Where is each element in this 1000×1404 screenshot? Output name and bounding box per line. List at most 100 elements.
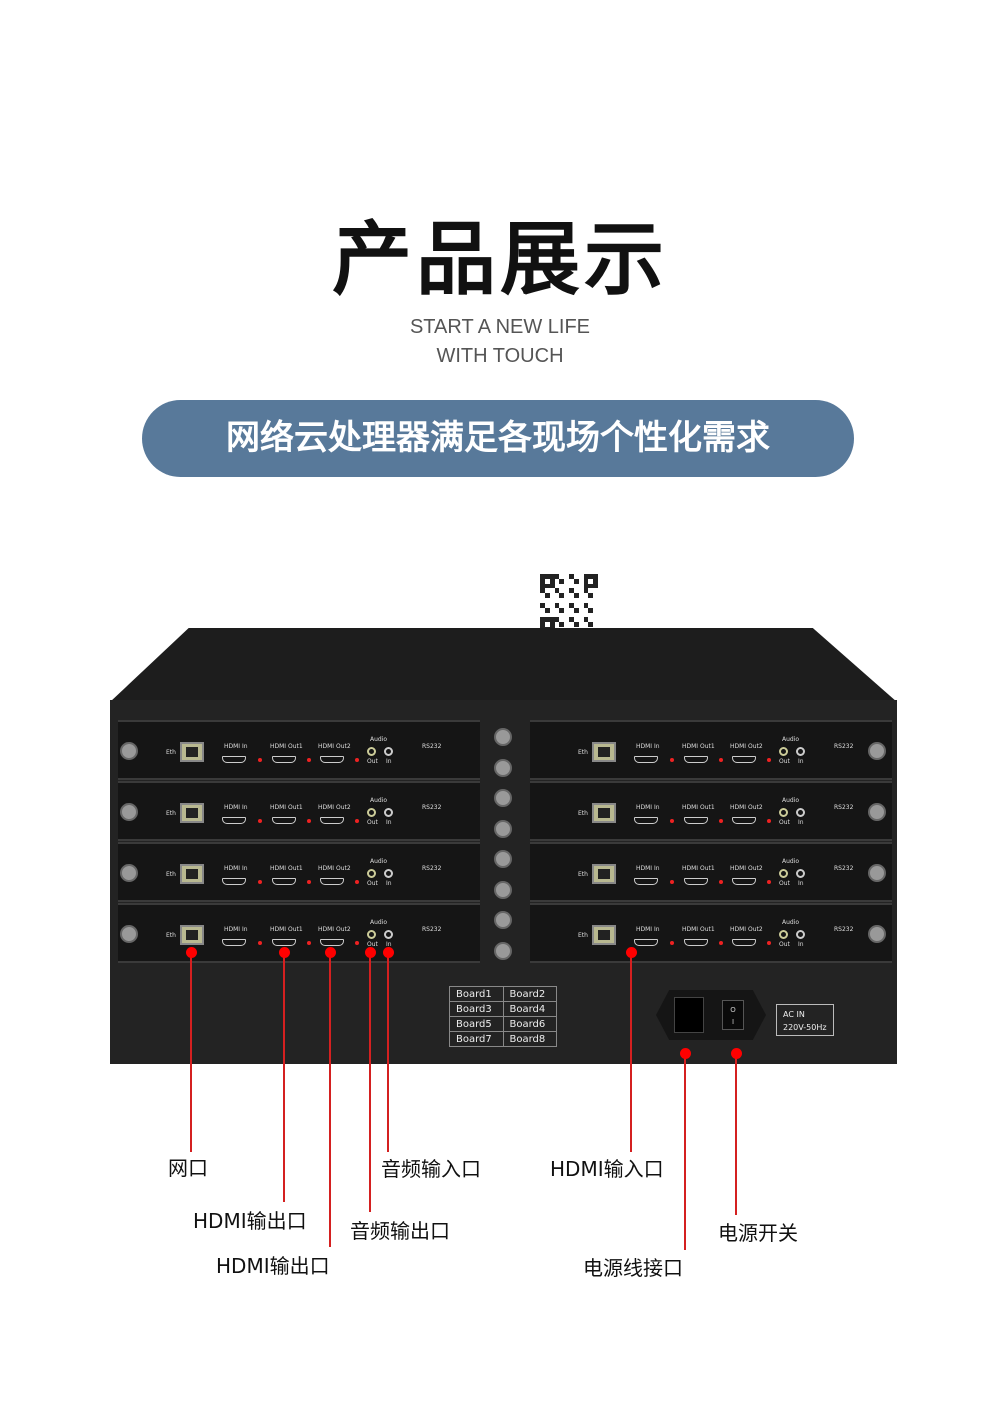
qr-module xyxy=(540,578,545,584)
qr-module xyxy=(549,593,555,599)
audio-out-label: Out xyxy=(779,758,790,765)
audio-in-label: In xyxy=(386,758,392,765)
qr-module xyxy=(569,602,574,608)
board-cell: Board5 xyxy=(449,1016,504,1032)
rs232-label: RS232 xyxy=(422,743,442,750)
qr-module xyxy=(588,583,594,589)
qr-module xyxy=(564,622,569,628)
eth-label: Eth xyxy=(166,932,176,939)
hdmi-port-icon xyxy=(684,939,708,946)
qr-module xyxy=(569,583,574,589)
qr-module xyxy=(593,588,598,594)
qr-module xyxy=(578,578,584,584)
audio-in-label: In xyxy=(798,819,804,826)
led-icon xyxy=(670,758,674,762)
hdmi-port-icon xyxy=(272,878,296,885)
ethernet-port-icon xyxy=(592,925,616,945)
ethernet-port-icon xyxy=(180,864,204,884)
subtitle-line2: WITH TOUCH xyxy=(436,345,564,367)
callout-line xyxy=(387,952,389,1152)
led-icon xyxy=(307,758,311,762)
qr-module xyxy=(549,607,555,613)
qr-module xyxy=(573,578,579,584)
qr-module xyxy=(559,617,565,623)
qr-module xyxy=(554,617,560,623)
qr-module xyxy=(559,574,565,579)
callout-hdmi-out-2: HDMI输出口 xyxy=(216,1254,330,1278)
qr-module xyxy=(549,583,555,589)
led-icon xyxy=(307,941,311,945)
screw-icon xyxy=(494,728,512,746)
hdmi-in-label: HDMI In xyxy=(636,926,660,933)
qr-module xyxy=(578,574,584,579)
screw-icon xyxy=(494,789,512,807)
qr-module xyxy=(540,588,545,594)
callout-line xyxy=(630,952,632,1152)
audio-in-jack-icon xyxy=(384,869,393,878)
hdmi-port-icon xyxy=(222,756,246,763)
hdmi-port-icon xyxy=(320,878,344,885)
qr-module xyxy=(564,583,569,589)
hdmi-in-label: HDMI In xyxy=(636,804,660,811)
hdmi-out2-label: HDMI Out2 xyxy=(318,743,351,750)
qr-module xyxy=(578,607,584,613)
hdmi-port-icon xyxy=(222,878,246,885)
qr-module xyxy=(554,622,560,628)
qr-module xyxy=(554,583,560,589)
audio-in-label: In xyxy=(386,941,392,948)
audio-in-jack-icon xyxy=(384,808,393,817)
hdmi-out2-label: HDMI Out2 xyxy=(318,926,351,933)
audio-out-jack-icon xyxy=(779,747,788,756)
qr-module xyxy=(540,593,545,599)
qr-module xyxy=(583,622,589,628)
callout-line xyxy=(684,1053,686,1250)
qr-module xyxy=(573,574,579,579)
qr-module xyxy=(583,574,589,579)
audio-in-jack-icon xyxy=(796,869,805,878)
led-icon xyxy=(719,819,723,823)
qr-module xyxy=(588,617,594,623)
qr-code xyxy=(540,574,598,632)
board-cell: Board7 xyxy=(449,1031,504,1047)
rs232-label: RS232 xyxy=(834,865,854,872)
hdmi-out2-label: HDMI Out2 xyxy=(730,804,763,811)
screw-icon xyxy=(868,742,886,760)
qr-module xyxy=(569,612,574,618)
led-icon xyxy=(767,880,771,884)
qr-module xyxy=(573,612,579,618)
qr-module xyxy=(554,612,560,618)
qr-module xyxy=(583,617,589,623)
audio-in-label: In xyxy=(798,758,804,765)
callout-dot xyxy=(680,1048,691,1059)
hdmi-out2-label: HDMI Out2 xyxy=(730,926,763,933)
rs232-label: RS232 xyxy=(422,865,442,872)
qr-module xyxy=(588,578,594,584)
callout-line xyxy=(369,952,371,1212)
qr-module xyxy=(593,612,598,618)
qr-module xyxy=(540,607,545,613)
qr-module xyxy=(569,622,574,628)
qr-module xyxy=(549,578,555,584)
audio-out-jack-icon xyxy=(779,930,788,939)
audio-out-jack-icon xyxy=(367,747,376,756)
callout-audio-in: 音频输入口 xyxy=(381,1157,481,1181)
callout-audio-out: 音频输出口 xyxy=(350,1219,450,1243)
led-icon xyxy=(767,819,771,823)
audio-label: Audio xyxy=(370,797,388,804)
screw-icon xyxy=(494,911,512,929)
qr-module xyxy=(578,588,584,594)
board-cell: Board4 xyxy=(502,1001,557,1017)
qr-module xyxy=(544,593,550,599)
rs232-label: RS232 xyxy=(834,743,854,750)
qr-module xyxy=(583,607,589,613)
led-icon xyxy=(355,941,359,945)
qr-module xyxy=(540,598,545,603)
qr-module xyxy=(544,598,550,603)
hdmi-port-icon xyxy=(634,817,658,824)
callout-dot xyxy=(186,947,197,958)
audio-out-label: Out xyxy=(779,941,790,948)
